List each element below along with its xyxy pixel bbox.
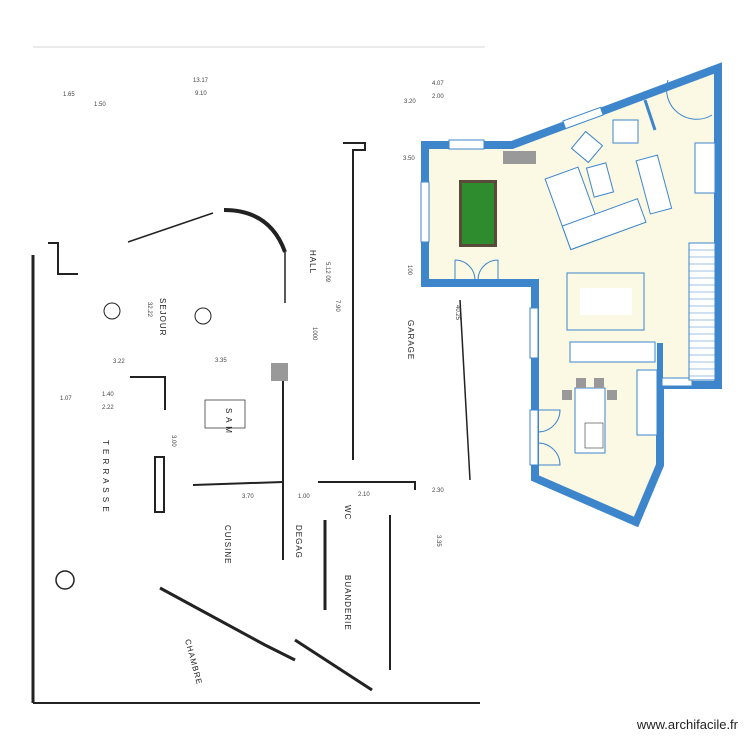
wall — [343, 142, 366, 460]
dimension: 5.12 09 — [324, 262, 330, 283]
dimension: 1.00 — [298, 494, 310, 500]
dimension: 3.35 — [435, 535, 441, 547]
dimension: 3.35 — [215, 358, 227, 364]
dimension: 1000 — [311, 327, 317, 341]
room-label-terrasse: T E R R A S S E — [101, 440, 110, 513]
marker-circle — [55, 570, 75, 590]
rug-icon — [566, 272, 645, 331]
kitchen-counter-icon — [569, 341, 656, 363]
dimension: 3.70 — [242, 494, 254, 500]
double-door-icon[interactable] — [454, 259, 499, 281]
door-icon[interactable] — [666, 79, 713, 120]
column — [271, 363, 288, 381]
sofa-section — [561, 198, 647, 251]
wall — [294, 638, 373, 692]
cabinet-icon — [694, 142, 716, 194]
billiard-felt — [462, 183, 494, 244]
wall — [127, 212, 214, 243]
room-label-sam: S A M — [224, 408, 233, 434]
dimension: 1.65 — [63, 92, 75, 98]
dimension: 4.07 — [432, 81, 444, 87]
stool-icon — [576, 378, 586, 388]
dimension: 3.00 — [170, 435, 176, 447]
wall — [130, 376, 166, 410]
sofa-icon — [544, 166, 647, 251]
window-icon[interactable] — [529, 409, 539, 466]
wall — [159, 586, 296, 662]
dimension: 2.22 — [102, 405, 114, 411]
room-label-garage: GARAGE — [406, 320, 415, 360]
window-icon[interactable] — [529, 307, 539, 359]
armchair-icon — [103, 302, 121, 320]
room-label-cuisine: CUISINE — [223, 525, 232, 564]
tv-console-icon — [635, 154, 673, 215]
dimension: 2.30 — [432, 488, 444, 494]
garage-wall — [459, 299, 471, 481]
dimension: 3.50 — [403, 156, 415, 162]
room-label-wc: WC — [343, 505, 352, 520]
dimension: 3.22 — [113, 359, 125, 365]
dimension: 2.10 — [358, 492, 370, 498]
dimension: 7.90 — [334, 300, 340, 312]
door-icon[interactable] — [537, 409, 561, 466]
window-icon[interactable] — [661, 377, 693, 387]
dimension: 100 — [406, 265, 412, 276]
wall — [192, 481, 284, 486]
cooktop-icon — [584, 422, 604, 449]
wall — [48, 242, 78, 275]
stool-icon — [607, 390, 617, 400]
dimension: 1.07 — [60, 396, 72, 402]
dining-table-icon — [204, 399, 246, 429]
scan-labels: SEJOUR HALL GARAGE S A M T E R R A S S E… — [60, 78, 460, 686]
extension-plan — [420, 62, 722, 528]
dimension: 9.10 — [195, 91, 207, 97]
wall — [154, 456, 165, 513]
room-label-degag: DEGAG — [294, 525, 303, 559]
dimension: 40.25 — [454, 305, 460, 321]
wall — [318, 481, 416, 490]
dimension: 2.00 — [432, 94, 444, 100]
staircase-icon[interactable] — [688, 242, 716, 381]
watermark: www.archifacile.fr — [636, 717, 738, 732]
stool-icon — [594, 378, 604, 388]
window-icon[interactable] — [448, 139, 485, 150]
window-icon[interactable] — [420, 181, 430, 243]
armchair-icon — [570, 130, 604, 164]
dining-table-icon — [580, 288, 632, 315]
scanned-plan — [31, 46, 485, 704]
dimension: 1.40 — [102, 392, 114, 398]
kitchen-counter-icon — [636, 369, 658, 436]
room-label-buanderie: BUANDERIE — [343, 575, 352, 631]
room-label-hall: HALL — [308, 250, 317, 274]
room-label-sejour: SEJOUR — [158, 298, 167, 336]
partition-icon — [643, 99, 657, 131]
armchair-icon — [585, 162, 615, 198]
room-label-chambre: CHAMBRE — [183, 638, 204, 686]
staircase-outline — [688, 242, 716, 381]
dimension: 3.20 — [404, 99, 416, 105]
fireplace-icon — [503, 151, 536, 164]
dimension: 13.17 — [193, 78, 209, 84]
dimension: 32.22 — [146, 302, 152, 318]
curved-wall — [223, 208, 287, 253]
stool-icon — [562, 390, 572, 400]
armchair-icon — [194, 307, 212, 325]
armchair-icon — [612, 119, 639, 144]
window-icon[interactable] — [562, 106, 604, 130]
dimension: 1.50 — [94, 102, 106, 108]
